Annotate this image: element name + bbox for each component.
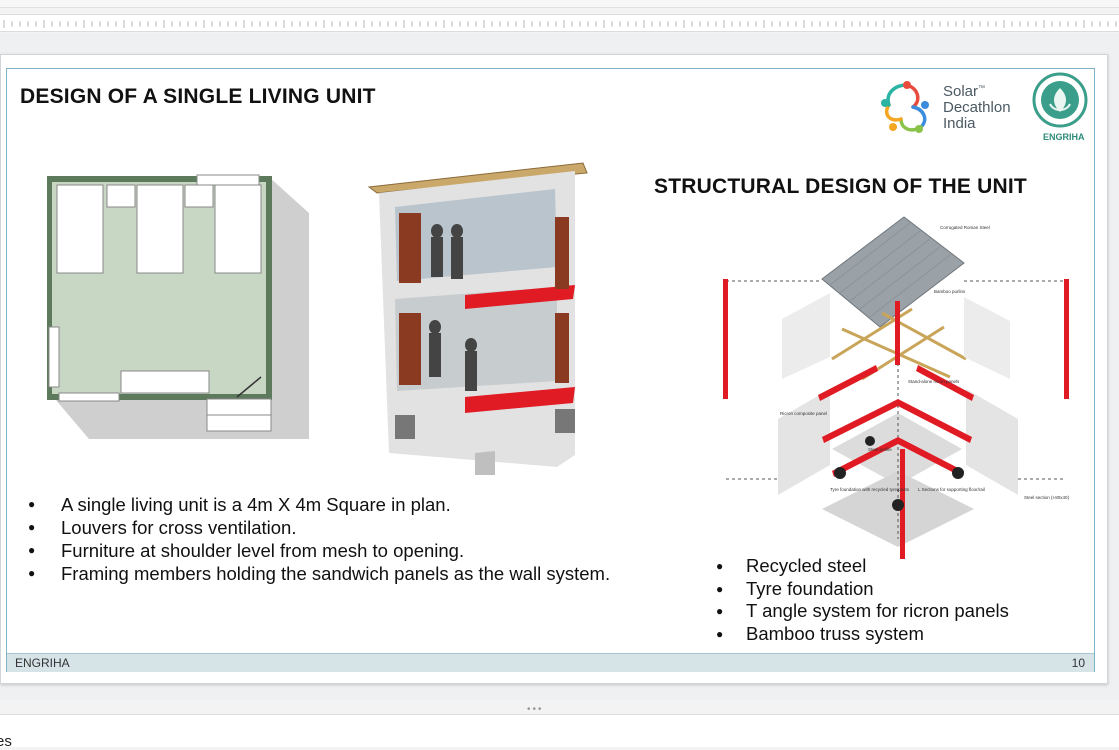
structural-title: STRUCTURAL DESIGN OF THE UNIT [654, 175, 1027, 198]
lower-floor-beam [465, 387, 575, 413]
floor-panel [832, 413, 962, 485]
side-table-1 [106, 184, 136, 208]
list-item: Louvers for cross ventilation. [26, 516, 610, 539]
counter [120, 370, 210, 394]
figures [429, 224, 477, 391]
unit-bullet-list: A single living unit is a 4m X 4m Square… [26, 493, 610, 585]
engriha-logo-icon [1032, 72, 1088, 128]
list-item: Bamboo truss system [714, 623, 1009, 646]
foundation-right [555, 409, 575, 433]
window-left [48, 326, 60, 388]
panel-right-top [964, 297, 1010, 379]
engriha-logo-label: ENGRIHA [1043, 132, 1085, 142]
steel-members [723, 279, 1069, 559]
sdi-line1: Solar [943, 83, 979, 100]
door-swing [236, 376, 262, 398]
label-panels: Stand-alone ricron panels [908, 379, 960, 384]
label-composite: Ricron composite panel [780, 411, 827, 416]
section-render-drawing [367, 162, 588, 475]
side-table-2 [184, 184, 214, 208]
drag-handle-icon[interactable]: ••• [527, 704, 544, 715]
label-support: L Sections for supporting floor/rail [918, 487, 985, 492]
upper-floor-beam [465, 285, 575, 309]
sdi-line3: India [943, 115, 976, 132]
footer-organization: ENGRIHA [15, 656, 70, 670]
section-roof [367, 162, 588, 194]
list-item: Recycled steel [714, 555, 1009, 578]
slide-number: 10 [1071, 656, 1085, 670]
speaker-notes-pane[interactable]: es [0, 715, 1119, 750]
tyre-foundations [834, 436, 964, 511]
label-roof: Corrugated Roman Steel [940, 225, 990, 230]
louvers [399, 213, 569, 385]
slide-frame: DESIGN OF A SINGLE LIVING UNIT Solar™ De… [6, 68, 1095, 672]
bed-1 [56, 184, 104, 274]
solar-decathlon-logo-icon [881, 81, 929, 133]
ruler-ticks [3, 20, 1117, 28]
panel-left-top [782, 293, 830, 379]
foundation-left [395, 415, 415, 439]
notes-splitter[interactable]: ••• [0, 701, 1119, 715]
top-toolbar-strip [0, 0, 1119, 8]
sdi-line2: Decathlon [943, 99, 1011, 116]
list-item: Framing members holding the sandwich pan… [26, 562, 610, 585]
speaker-notes-text[interactable]: es [0, 733, 12, 750]
list-item: T angle system for ricron panels [714, 600, 1009, 623]
horizontal-ruler [0, 14, 1119, 32]
slide-title: DESIGN OF A SINGLE LIVING UNIT [20, 85, 376, 108]
window-bottom [58, 392, 120, 402]
plan-shadow [55, 177, 309, 439]
slide-footer: ENGRIHA 10 [7, 653, 1094, 672]
sdi-trademark: ™ [978, 85, 986, 92]
slide[interactable]: DESIGN OF A SINGLE LIVING UNIT Solar™ De… [0, 54, 1108, 684]
structural-diagram: Corrugated Roman Steel Bamboo purlins St… [723, 216, 1070, 559]
structure-bullet-list: Recycled steel Tyre foundation T angle s… [714, 555, 1009, 645]
stair [475, 451, 495, 475]
corrugated-roof [821, 216, 965, 328]
label-section: Steel section (I-80x40) [1024, 495, 1070, 500]
label-bamboo: Bamboo purlins [934, 289, 966, 294]
label-tyre: Tyre foundation with recycled tyre/posts [830, 487, 910, 492]
bed-2 [136, 184, 184, 274]
window-top [196, 174, 260, 186]
panel-left-bottom [778, 389, 830, 495]
list-item: A single living unit is a 4m X 4m Square… [26, 493, 610, 516]
solar-decathlon-wordmark: Solar™ Decathlon India [943, 81, 1011, 132]
bed-3 [214, 184, 262, 274]
list-item: Tyre foundation [714, 578, 1009, 601]
floor-plan-drawing [47, 174, 309, 439]
label-steel: Steel profile [868, 447, 892, 452]
list-item: Furniture at shoulder level from mesh to… [26, 539, 610, 562]
panel-right-bottom [966, 389, 1018, 495]
